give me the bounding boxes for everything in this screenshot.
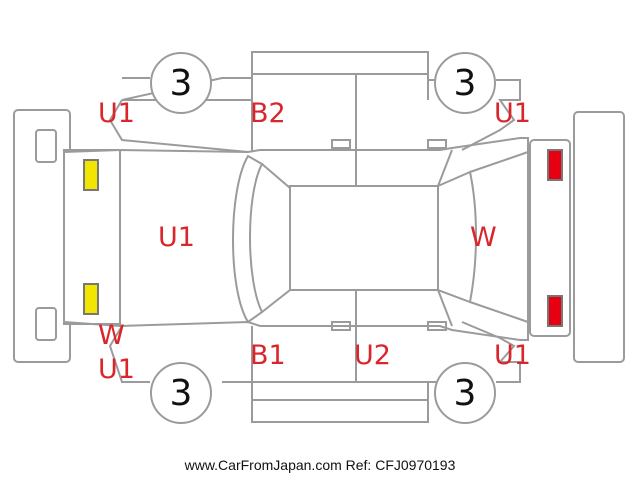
tyre-front-left: 3 (150, 52, 212, 114)
rear-bumper (573, 111, 625, 363)
lower-doors (251, 290, 429, 400)
code-front-right-fender: U1 (98, 354, 135, 385)
code-hood: U1 (158, 222, 195, 253)
upper-side-line (108, 99, 249, 153)
reference-footer: www.CarFromJapan.com Ref: CFJ0970193 (184, 457, 456, 473)
lower-door-rear (251, 399, 429, 423)
code-windshield: W (98, 320, 125, 351)
rear-glass-outline (437, 170, 477, 304)
windshield-outline (232, 154, 264, 324)
code-right-front-door: B1 (250, 340, 286, 371)
tyre-rear-right: 3 (434, 362, 496, 424)
code-rear-right-fender: U1 (494, 340, 531, 371)
tyre-front-right: 3 (150, 362, 212, 424)
front-lamp-bottom (83, 283, 99, 315)
upper-doors (251, 73, 429, 186)
code-rear-left-fender: U1 (494, 98, 531, 129)
code-left-rear-door: B2 (250, 98, 286, 129)
front-bumper (13, 109, 71, 363)
body-outline (63, 137, 529, 341)
upper-door-rear (251, 51, 429, 75)
code-rear-glass: W (470, 222, 497, 253)
rear-lamp-bottom (547, 295, 563, 327)
rear-lamp-top (547, 149, 563, 181)
front-lamp-top (83, 159, 99, 191)
tyre-rear-left: 3 (434, 52, 496, 114)
code-right-rear-door: U2 (354, 340, 391, 371)
code-front-left-fender: U1 (98, 98, 135, 129)
